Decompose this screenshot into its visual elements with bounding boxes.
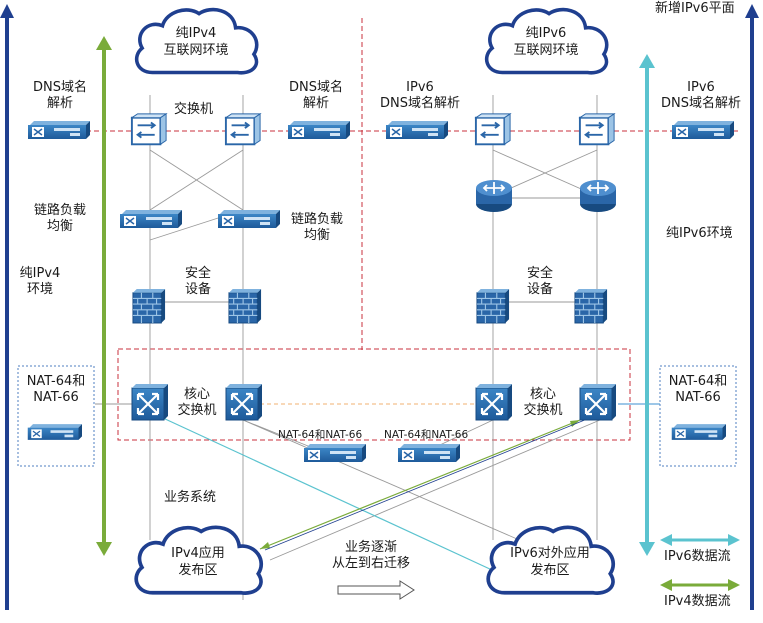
left-dns-label: DNS域名解析 <box>33 80 87 111</box>
ipv6-scope-arrow <box>639 54 655 556</box>
cloud-ipv4-app-label: IPv4应用发布区 <box>171 546 225 578</box>
ipv4-flow-cross <box>259 419 581 550</box>
load-balancer-icon <box>119 209 182 229</box>
switch-label: 交换机 <box>174 102 214 117</box>
legend-ipv4-label: IPv4数据流 <box>664 594 731 609</box>
nat-appliance-icon <box>671 423 726 441</box>
nat-right-box <box>659 365 737 467</box>
business-system-label: 业务系统 <box>164 490 217 505</box>
ipv4-dns-label: DNS域名解析 <box>289 80 343 111</box>
ipv4-flow-cross-2 <box>264 414 598 551</box>
migration-arrow <box>337 580 415 600</box>
ipv6-core-switch-label: 核心交换机 <box>523 387 563 418</box>
firewall-icon <box>476 288 510 324</box>
ipv6-security-label: 安全设备 <box>526 266 553 297</box>
firewall-icon <box>132 288 166 324</box>
router-icon <box>475 179 513 213</box>
core-switch-icon <box>578 384 618 422</box>
center-nat-label-right: NAT-64和NAT-66 <box>384 429 469 441</box>
cloud-ipv6-app-label: IPv6对外应用发布区 <box>510 546 590 578</box>
switch-icon <box>474 113 512 146</box>
new-ipv6-plane-label: 新增IPv6平面 <box>655 1 735 16</box>
nat-appliance-icon <box>397 443 460 463</box>
ipv4-scope-arrow <box>96 36 112 556</box>
ipv4-core-switch-label: 核心交换机 <box>177 387 217 418</box>
ipv4-links <box>95 95 601 600</box>
core-switch-icon <box>224 384 264 422</box>
legend-ipv4-arrow <box>660 579 740 591</box>
dns-appliance-icon <box>385 120 448 140</box>
core-switch-icon <box>474 384 514 422</box>
ipv6-timeline-arrow <box>745 4 759 610</box>
switch-icon <box>578 113 616 146</box>
ipv6-flow-cross <box>149 411 493 571</box>
dns-appliance-icon <box>671 120 734 140</box>
load-balancer-icon <box>217 209 280 229</box>
router-icon <box>579 179 617 213</box>
ipv4-timeline-arrow <box>0 4 14 610</box>
legend-ipv6-arrow <box>660 534 740 546</box>
dns-appliance-icon <box>287 120 350 140</box>
nat-left-box <box>17 365 95 467</box>
ipv4-security-label: 安全设备 <box>184 266 211 297</box>
switch-icon <box>130 113 168 146</box>
firewall-icon <box>228 288 262 324</box>
core-switch-icon <box>130 384 170 422</box>
left-lb-label: 链路负载均衡 <box>33 203 86 234</box>
ipv4-lb-label: 链路负载均衡 <box>290 212 343 243</box>
switch-icon <box>224 113 262 146</box>
core-zone-box <box>117 348 631 441</box>
firewall-icon <box>574 288 608 324</box>
legend-ipv6-label: IPv6数据流 <box>664 549 731 564</box>
nat-appliance-icon <box>303 443 366 463</box>
migration-label: 业务逐渐从左到右迁移 <box>331 540 410 571</box>
dns-appliance-icon <box>27 120 90 140</box>
nat-appliance-icon <box>27 423 82 441</box>
pure-ipv6-env-label: 纯IPv6环境 <box>666 226 733 241</box>
center-nat-label-left: NAT-64和NAT-66 <box>278 429 363 441</box>
